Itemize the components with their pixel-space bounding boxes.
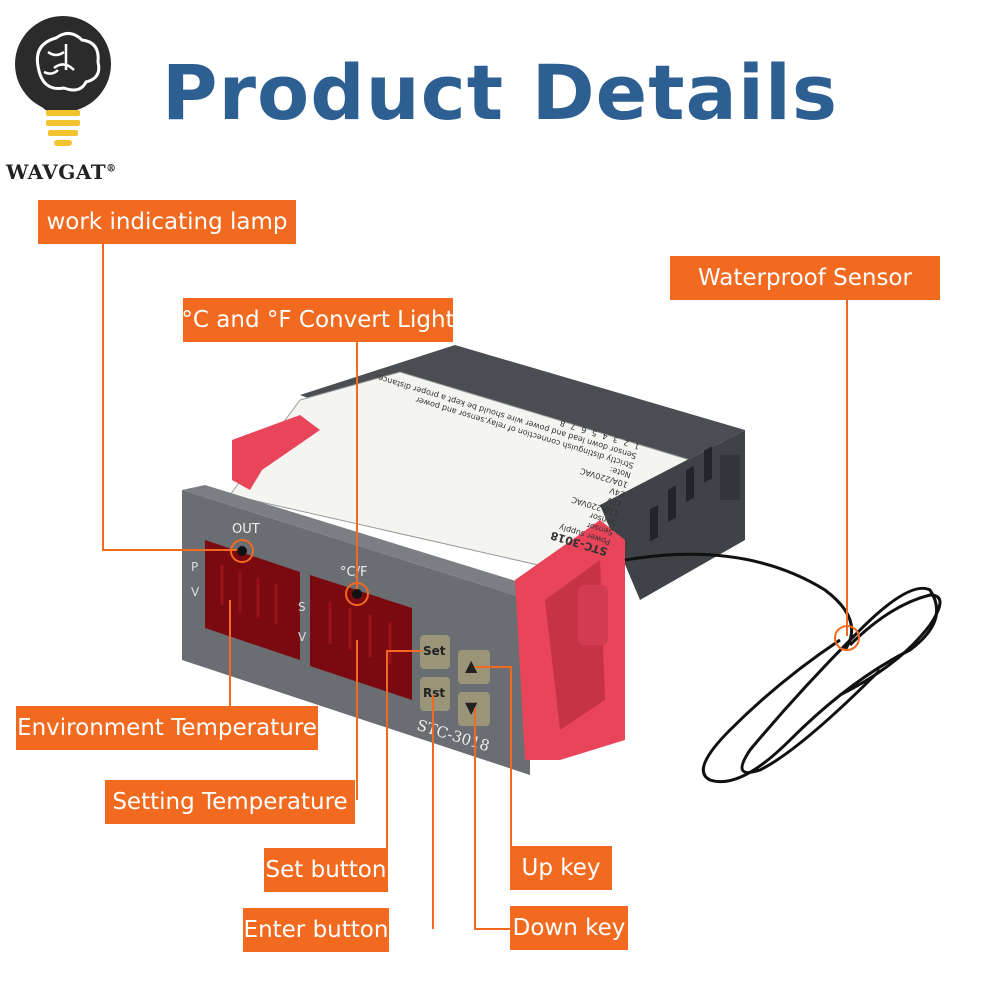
sticker-terminal: 3	[611, 434, 620, 445]
left-display-mark-v: V	[191, 585, 200, 599]
callout-set-button: Set button	[264, 848, 388, 892]
set-key	[420, 635, 450, 669]
sticker-terminal: 6	[580, 424, 588, 435]
brand-name: WAVGAT®	[6, 160, 116, 184]
callout-waterproof-sensor: Waterproof Sensor	[670, 256, 940, 300]
leader-lamp-vertical	[102, 244, 104, 550]
leader-set-vertical	[386, 650, 388, 848]
leader-set-horizontal	[386, 650, 422, 652]
sticker-terminal: 8	[558, 418, 567, 429]
leader-enter-vertical	[432, 695, 434, 929]
sticker-terminal: 4	[601, 431, 609, 442]
sticker-terminal: 5	[590, 427, 599, 439]
right-display-mark-v: V	[298, 630, 307, 644]
brand-logo	[8, 6, 118, 156]
brain-bulb-icon	[15, 16, 111, 146]
leader-up-horizontal	[474, 666, 512, 668]
out-indicator-ring	[230, 539, 254, 563]
callout-enter-button: Enter button	[243, 908, 389, 952]
cf-label: °C/F	[340, 565, 368, 580]
callout-environment-temperature: Environment Temperature	[16, 706, 318, 750]
callout-up-key: Up key	[510, 846, 612, 890]
left-display-mark-p: P	[191, 560, 199, 574]
left-mounting-clip	[232, 415, 320, 490]
right-display-mark-s: S	[298, 600, 306, 614]
rst-key	[420, 677, 450, 711]
cf-indicator-led	[352, 589, 362, 599]
leader-environment-vertical	[229, 600, 231, 706]
page-title: Product Details	[161, 48, 839, 137]
callout-setting-temperature: Setting Temperature	[105, 780, 355, 824]
sticker-terminal: 7	[569, 421, 578, 432]
cf-indicator-ring	[345, 582, 369, 606]
leader-up-vertical	[510, 666, 512, 866]
sensor-cable-ring	[834, 625, 860, 651]
registered-mark: ®	[106, 163, 117, 175]
callout-work-indicating-lamp: work indicating lamp	[38, 200, 296, 244]
leader-lamp-horizontal	[102, 549, 240, 551]
leader-down-horizontal	[474, 928, 510, 930]
out-indicator-led	[237, 546, 247, 556]
out-label: OUT	[232, 522, 260, 537]
leader-convert-vertical	[356, 342, 358, 592]
callout-convert-light: °C and °F Convert Light	[181, 298, 455, 342]
rst-key-label: Rst	[423, 686, 446, 700]
environment-temperature-display	[205, 540, 300, 660]
set-key-label: Set	[423, 644, 446, 658]
callout-down-key: Down key	[510, 906, 628, 950]
sticker-terminal: 2	[622, 437, 631, 448]
up-arrow-icon: ▲	[465, 656, 478, 675]
brand-name-text: WAVGAT	[6, 160, 107, 184]
leader-setting-vertical	[356, 640, 358, 800]
leader-sensor-vertical	[846, 300, 848, 636]
leader-down-vertical	[474, 708, 476, 930]
